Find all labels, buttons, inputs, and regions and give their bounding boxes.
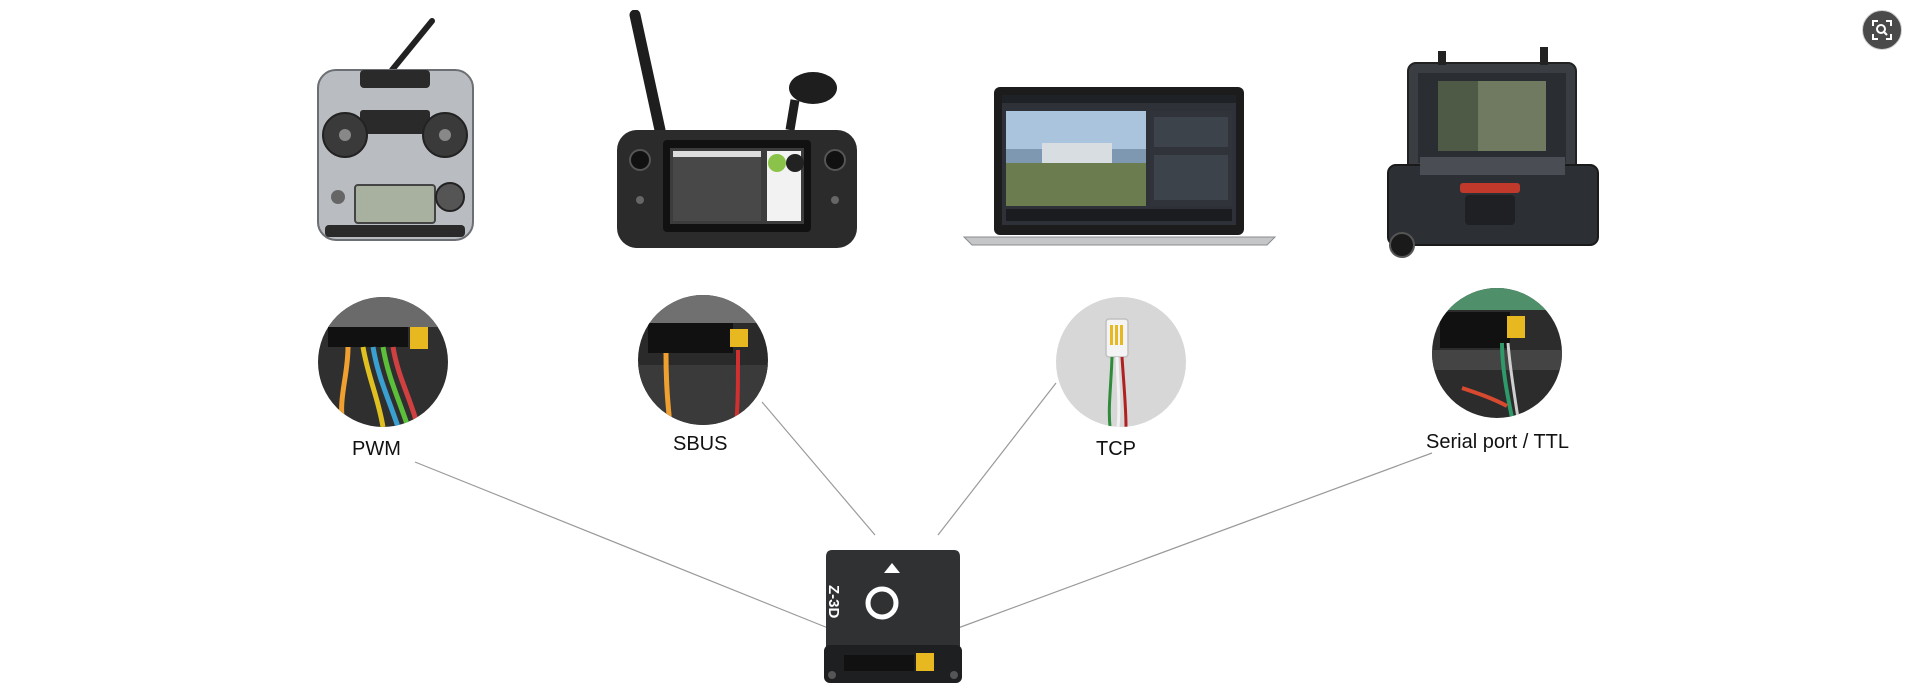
line-pwm xyxy=(414,461,829,629)
label-serial: Serial port / TTL xyxy=(1426,431,1570,453)
suitcase-ground-station-image xyxy=(1387,47,1599,258)
line-sbus xyxy=(761,401,876,536)
sbus-connector-photo xyxy=(638,295,768,425)
label-tcp: TCP xyxy=(1096,438,1136,460)
tcp-connector-photo xyxy=(1056,297,1186,427)
flight-controller: Z-3D xyxy=(822,545,962,685)
line-serial xyxy=(957,452,1433,629)
controller-model-label: Z-3D xyxy=(825,585,842,619)
rc-transmitter-image xyxy=(317,18,474,241)
label-sbus: SBUS xyxy=(673,433,728,455)
laptop-image xyxy=(962,87,1277,246)
serial-connector-photo xyxy=(1432,288,1562,418)
handheld-ground-station-image xyxy=(617,10,857,248)
visual-search-icon xyxy=(1872,20,1892,40)
label-pwm: PWM xyxy=(352,438,401,460)
visual-search-button[interactable] xyxy=(1862,10,1902,50)
pwm-connector-photo xyxy=(318,297,448,427)
line-tcp xyxy=(937,382,1057,536)
